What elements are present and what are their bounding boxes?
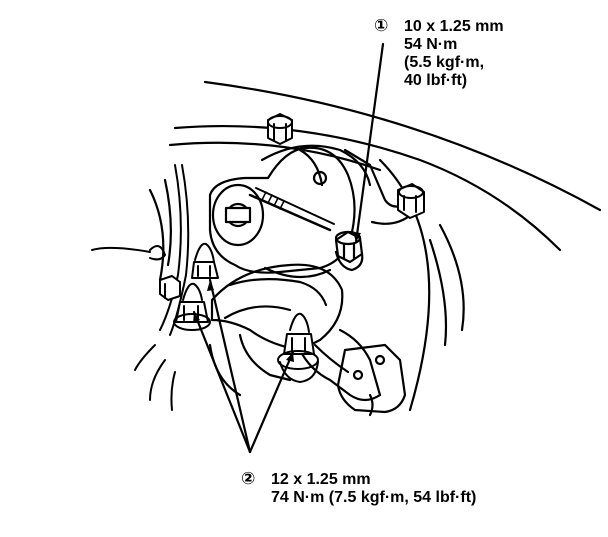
stud-nut-lower-left	[173, 282, 211, 331]
catalytic-converter	[208, 144, 414, 279]
callout-2-number: ②	[241, 469, 255, 489]
upper-right-bolt	[397, 183, 425, 219]
callout-1-size: 10 x 1.25 mm	[404, 18, 504, 35]
callout-1-torque-nm: 54 N·m	[404, 36, 457, 53]
leader-lines	[192, 42, 385, 454]
top-bolt	[267, 113, 293, 145]
callout-2-size: 12 x 1.25 mm	[271, 471, 371, 488]
callout-1-torque-lbfft: 40 lbf·ft)	[404, 72, 467, 89]
callout-1-torque-kgfm: (5.5 kgf·m,	[404, 54, 484, 71]
bolt-1	[334, 230, 364, 272]
leader-arrowheads	[193, 232, 361, 362]
leader-line-2b	[192, 310, 252, 454]
hose-lines	[91, 164, 190, 411]
left-small-bolt	[159, 275, 181, 301]
engine-block-outline	[148, 80, 602, 412]
callout-1-number: ①	[374, 16, 388, 36]
callout-2: ② 12 x 1.25 mm 74 N·m (7.5 kgf·m, 54 lbf…	[241, 469, 476, 506]
callout-1: ① 10 x 1.25 mm 54 N·m (5.5 kgf·m, 40 lbf…	[374, 16, 504, 89]
leader-line-2c	[248, 350, 295, 454]
stud-nut-upper-left	[191, 242, 219, 279]
callout-2-torque: 74 N·m (7.5 kgf·m, 54 lbf·ft)	[271, 489, 476, 506]
leader-line-1	[354, 42, 385, 244]
leader-line-2a	[208, 278, 252, 454]
